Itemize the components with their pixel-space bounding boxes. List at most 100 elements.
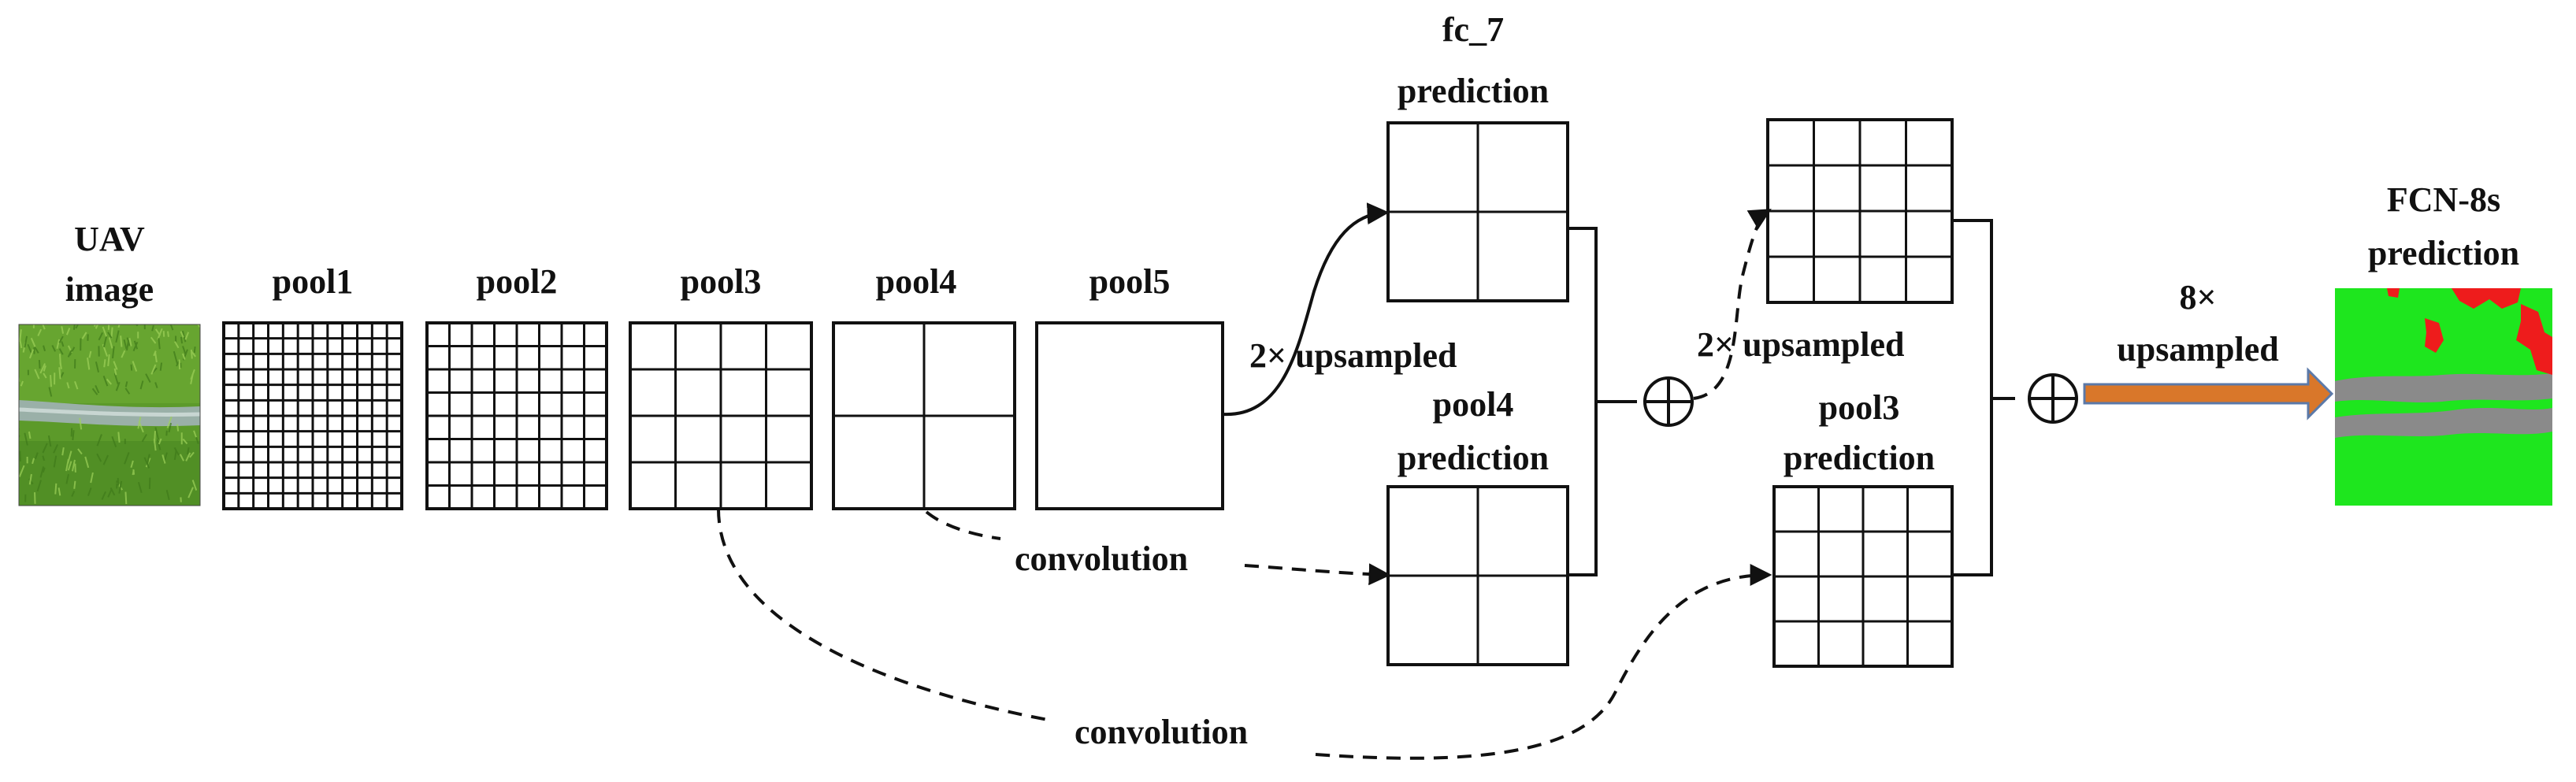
grass-stroke — [95, 361, 100, 372]
grass-stroke — [58, 367, 61, 380]
fc7-prediction-label-line1: fc_7 — [1442, 10, 1504, 49]
grass-stroke — [90, 472, 94, 484]
grass-stroke — [28, 349, 35, 359]
grass-stroke — [154, 431, 156, 443]
grass-stroke — [61, 447, 65, 456]
grid-border — [1035, 321, 1224, 510]
grass-stroke — [169, 324, 174, 331]
grass-stroke — [168, 422, 172, 433]
grass-stroke — [154, 427, 160, 440]
grass-stroke — [56, 339, 61, 350]
grass-stroke — [60, 372, 65, 379]
grass-stroke — [107, 488, 113, 498]
pool1-grid — [222, 321, 403, 510]
grass-stroke — [47, 435, 52, 447]
grass-stroke — [42, 324, 46, 330]
grass-stroke — [65, 473, 69, 484]
grass-stroke — [166, 416, 173, 428]
grass-stroke — [107, 332, 113, 339]
grass-stroke — [72, 430, 75, 440]
grass-stroke — [153, 350, 157, 357]
grass-stroke — [132, 469, 135, 476]
pool2-grid — [425, 321, 608, 510]
grass-stroke — [34, 346, 39, 354]
grass-stroke — [124, 381, 128, 387]
grass-stroke — [124, 387, 131, 395]
grass-stroke — [53, 444, 59, 454]
grass-stroke — [87, 487, 92, 496]
pool3-to-convolution-connector — [717, 508, 1049, 721]
grass-stroke — [176, 424, 180, 432]
grass-stroke — [166, 331, 169, 337]
circled-plus-icon — [1643, 376, 1694, 427]
grass-stroke — [184, 332, 190, 340]
grass-stroke — [42, 467, 46, 473]
pool2-label: pool2 — [477, 262, 558, 301]
grass-stroke — [103, 359, 106, 368]
pool4-label: pool4 — [876, 262, 957, 301]
grass-stroke — [115, 330, 120, 343]
grass-stroke — [32, 458, 35, 465]
grass-stroke — [37, 328, 43, 336]
grass-stroke — [173, 447, 180, 456]
grass-stroke — [77, 448, 83, 455]
grass-stroke — [117, 324, 121, 328]
grass-stroke — [58, 335, 64, 343]
grass-stroke — [132, 361, 138, 372]
grass-stroke — [50, 375, 53, 387]
grass-stroke — [137, 417, 142, 429]
grass-stroke — [139, 380, 144, 390]
convolution-label-2: convolution — [1075, 713, 1248, 751]
grass-stroke — [71, 459, 76, 472]
grass-stroke — [42, 443, 48, 454]
pool4-prediction-label-line2: prediction — [1397, 439, 1549, 477]
pool4-to-convolution-connector — [925, 510, 1001, 540]
grass-stroke — [43, 365, 46, 372]
grass-stroke — [107, 354, 110, 366]
grass-stroke — [58, 348, 64, 355]
grass-stroke — [27, 343, 33, 354]
grass-stroke — [174, 341, 180, 349]
sum1-to-upsampled-connector — [1693, 209, 1772, 400]
grass-stroke — [66, 382, 70, 389]
grass-stroke — [81, 332, 87, 339]
grass-stroke — [98, 332, 104, 341]
grass-stroke — [38, 359, 41, 369]
grass-stroke — [158, 338, 161, 350]
grass-stroke — [113, 372, 119, 385]
grass-stroke — [111, 435, 117, 447]
grass-stroke — [73, 480, 76, 489]
convolution-to-pool3-prediction-connector — [1315, 564, 1772, 760]
grass-stroke — [91, 387, 98, 395]
convolution-label-1: convolution — [1015, 539, 1188, 578]
grass-stroke — [186, 447, 190, 455]
grass-stroke — [156, 439, 161, 450]
pool4-grid — [832, 321, 1016, 510]
grass-stroke — [109, 487, 116, 496]
grass-stroke — [137, 481, 143, 494]
upsample-8x-arrow — [2083, 367, 2334, 421]
grass-stroke — [43, 372, 47, 379]
grass-stroke — [132, 341, 139, 352]
grass-stroke — [34, 452, 39, 460]
grass-stroke — [42, 455, 46, 461]
grass-stroke — [111, 346, 115, 359]
grass-stroke — [19, 435, 20, 438]
grass-stroke — [128, 338, 132, 347]
grass-stroke — [180, 336, 184, 344]
grass-stroke — [180, 331, 184, 338]
pool5-label: pool5 — [1089, 262, 1171, 301]
grass-stroke — [51, 345, 57, 352]
grass-stroke — [191, 351, 196, 358]
grass-stroke — [117, 432, 121, 443]
grass-stroke — [126, 337, 131, 347]
grass-stroke — [124, 452, 130, 465]
grass-stroke — [102, 375, 109, 387]
fc7-upsampled-grid — [1766, 118, 1954, 304]
grass-stroke — [154, 328, 161, 336]
pool4-prediction-label-line1: pool4 — [1433, 385, 1514, 424]
grass-stroke — [101, 491, 106, 500]
convolution-to-pool4-prediction-connector — [1244, 563, 1391, 586]
grass-stroke — [161, 454, 166, 464]
grass-stroke — [124, 491, 128, 505]
